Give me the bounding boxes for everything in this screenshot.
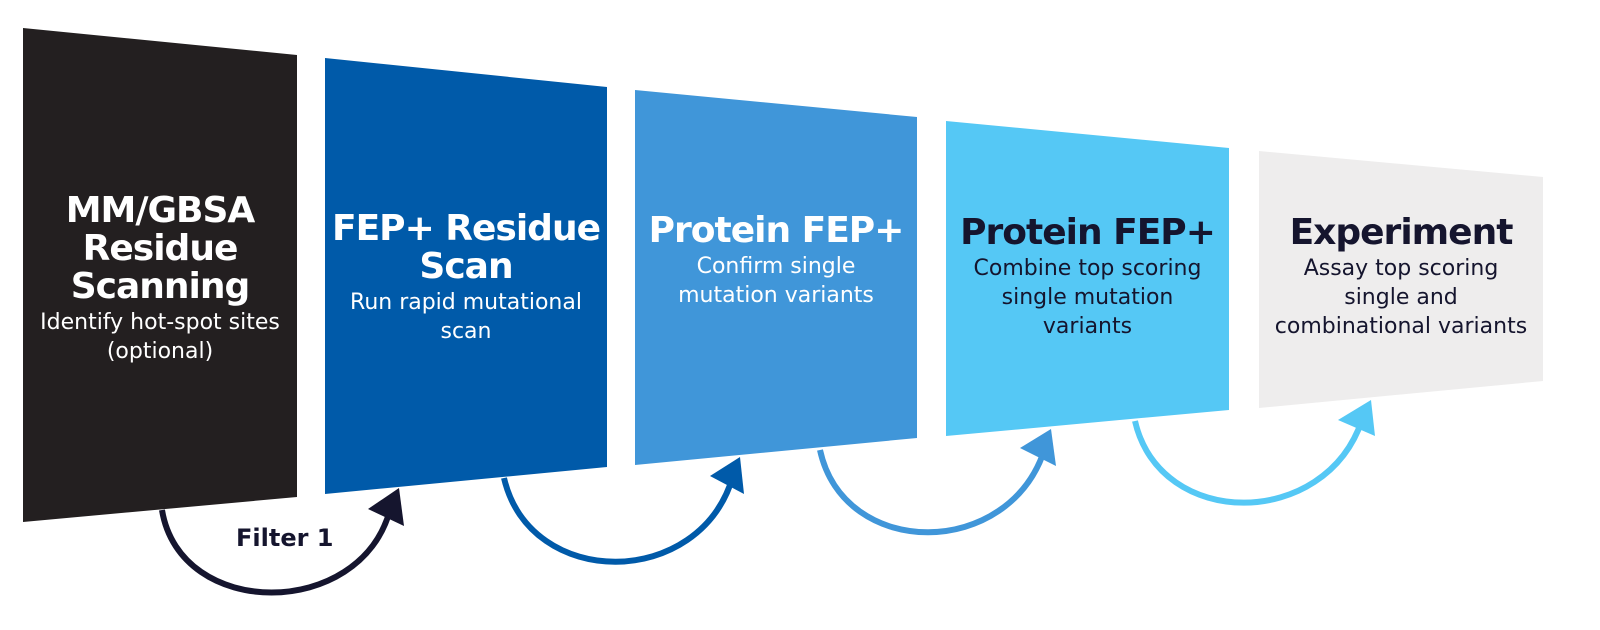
stage-panel-protein-fep-combine xyxy=(946,121,1229,436)
stage-title-line: Scanning xyxy=(70,266,251,307)
stage-desc-line: variants xyxy=(1042,314,1133,339)
stage-title-line: FEP+ Residue xyxy=(332,208,601,249)
arrow-head-4 xyxy=(1338,400,1375,436)
stage-description: Assay top scoring single and combination… xyxy=(1259,254,1543,341)
stage-desc-line: Confirm single xyxy=(696,254,856,279)
stage-description: Combine top scoring single mutation vari… xyxy=(946,254,1229,341)
stage-title-line: Scan xyxy=(419,246,513,287)
stage-desc-line: combinational variants xyxy=(1274,314,1528,339)
stage-panel-protein-fep-confirm xyxy=(635,90,917,465)
arrow-head-3 xyxy=(1020,429,1056,466)
filter-label: Filter 1 xyxy=(236,524,334,552)
stage-text-fep-residue-scan: FEP+ Residue Scan Run rapid mutational s… xyxy=(325,210,607,346)
stage-desc-line: mutation variants xyxy=(678,283,874,308)
stage-description: Confirm single mutation variants xyxy=(635,252,917,310)
stage-desc-line: single and xyxy=(1344,285,1458,310)
stage-text-mm-gbsa: MM/GBSA Residue Scanning Identify hot-sp… xyxy=(23,192,297,366)
stage-desc-line: Assay top scoring xyxy=(1303,256,1499,281)
stage-description: Identify hot-spot sites (optional) xyxy=(23,308,297,366)
stage-title-line: Residue xyxy=(82,228,239,269)
stage-title: FEP+ Residue Scan xyxy=(325,210,607,286)
stage-title: Protein FEP+ xyxy=(635,212,917,250)
stage-text-protein-fep-combine: Protein FEP+ Combine top scoring single … xyxy=(946,214,1229,341)
stage-title-line: Protein FEP+ xyxy=(648,210,905,251)
stage-desc-line: single mutation xyxy=(1001,285,1174,310)
stage-title: Protein FEP+ xyxy=(946,214,1229,252)
stage-title-line: MM/GBSA xyxy=(65,190,256,231)
stage-arrow-3 xyxy=(817,447,1048,536)
stage-panel-mm-gbsa xyxy=(23,28,297,522)
stage-title: Experiment xyxy=(1259,214,1543,252)
stage-title-line: Experiment xyxy=(1289,212,1514,253)
stage-title-line: Protein FEP+ xyxy=(960,212,1216,253)
stage-arrow-4 xyxy=(1132,419,1365,506)
stage-arrow-1 xyxy=(159,509,393,596)
stage-desc-line: Combine top scoring xyxy=(973,256,1202,281)
stage-arrow-2 xyxy=(501,475,736,565)
stage-text-protein-fep-confirm: Protein FEP+ Confirm single mutation var… xyxy=(635,212,917,310)
stage-panel-fep-residue-scan xyxy=(325,58,607,494)
stage-desc-line: Identify hot-spot sites xyxy=(40,310,280,335)
arrow-head-1 xyxy=(368,488,404,526)
stage-panel-experiment xyxy=(1259,151,1543,408)
stage-description: Run rapid mutational scan xyxy=(325,288,607,346)
stage-desc-line: Run rapid mutational xyxy=(350,290,582,315)
arrow-head-2 xyxy=(710,457,744,494)
stage-desc-line: (optional) xyxy=(106,339,214,364)
stage-text-experiment: Experiment Assay top scoring single and … xyxy=(1259,214,1543,341)
stage-desc-line: scan xyxy=(440,319,492,344)
stage-title: MM/GBSA Residue Scanning xyxy=(23,192,297,306)
